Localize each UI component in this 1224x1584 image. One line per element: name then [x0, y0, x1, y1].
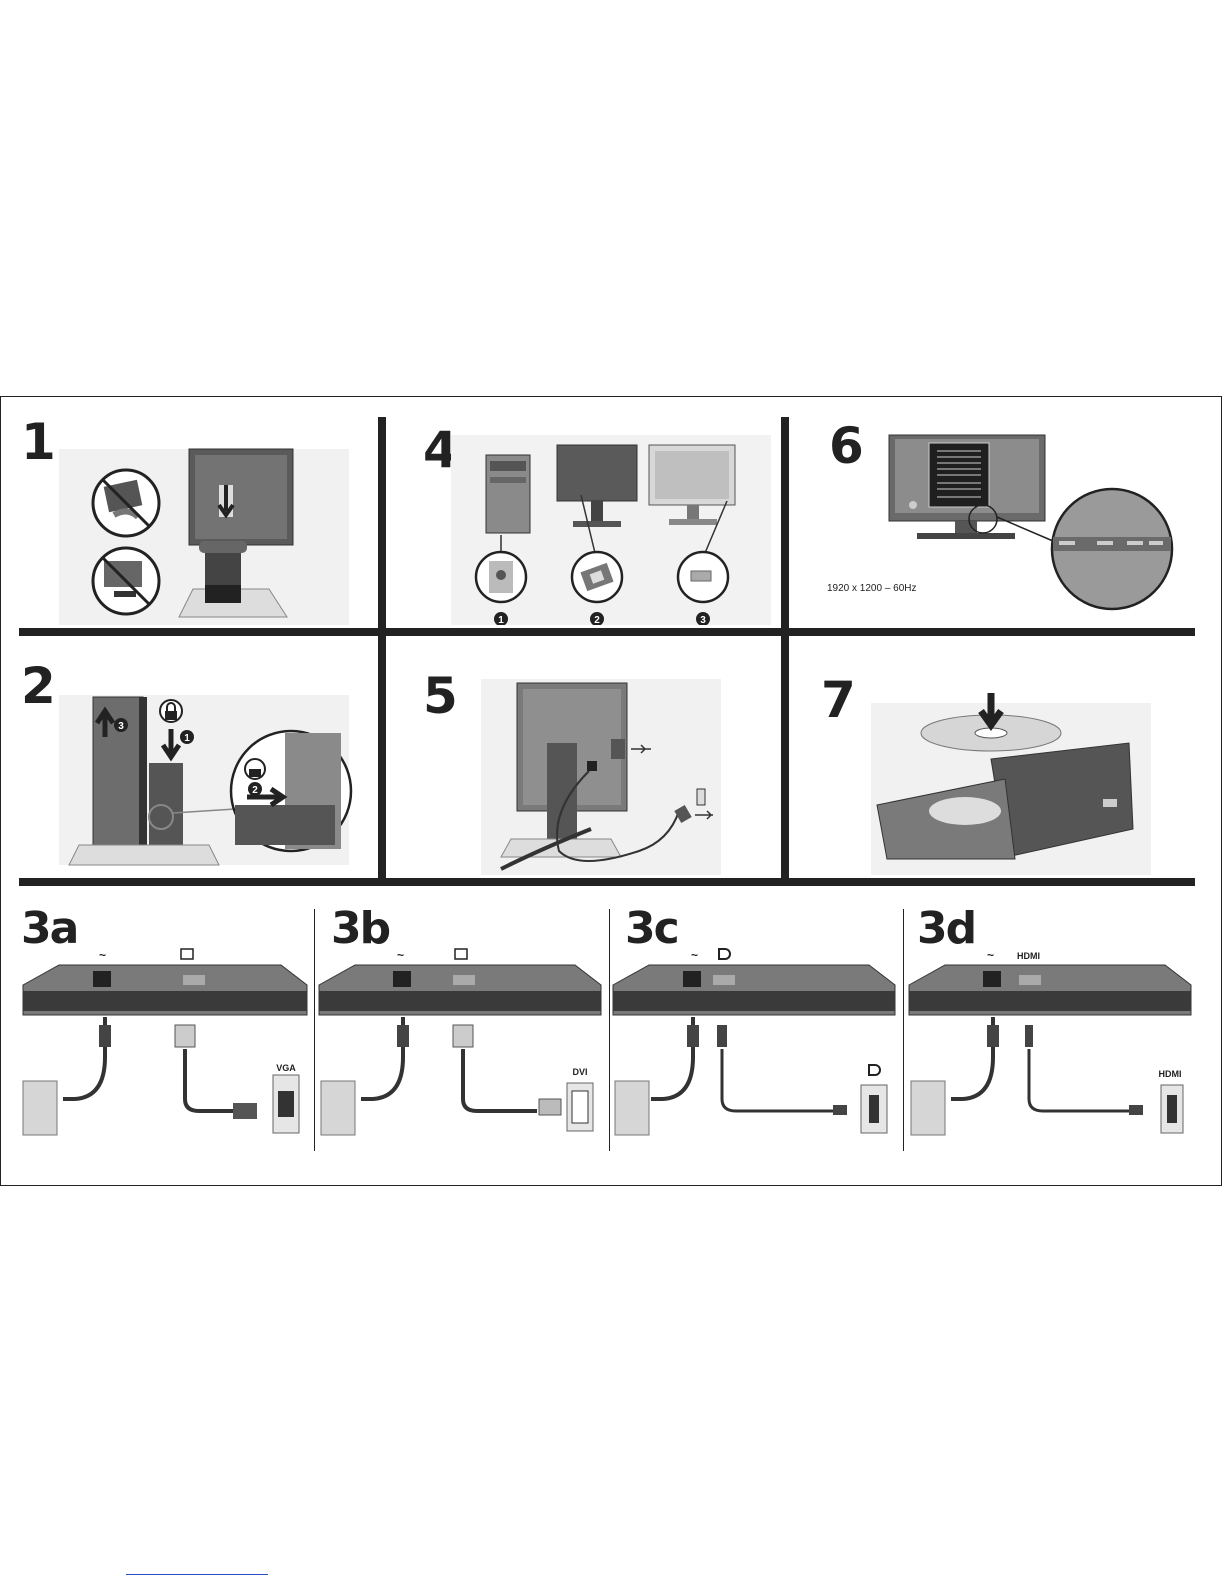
panel-step-3b: 3b ~ DVI [317, 903, 605, 1151]
callout-3: 3 [700, 615, 706, 625]
divider-bottom-1 [314, 909, 315, 1151]
usb-cable-illustration [481, 679, 751, 875]
callout-1: 1 [184, 733, 190, 744]
divider-h-2 [19, 878, 1195, 886]
dvi-label: DVI [572, 1067, 587, 1077]
power-on-illustration: 1 2 3 [451, 435, 771, 625]
step-number: 6 [829, 421, 862, 471]
step-number: 7 [821, 675, 854, 725]
power-button-zoom-icon [476, 552, 526, 602]
displayport-icon [719, 949, 730, 959]
panel-step-3c: 3c ~ [611, 903, 899, 1151]
panel-step-2: 2 3 1 [19, 639, 374, 875]
stand-lock-illustration: 3 1 2 [59, 685, 359, 875]
osd-illustration [887, 433, 1187, 625]
front-panel-zoom-icon [1052, 489, 1172, 609]
divider-top-1 [378, 417, 386, 879]
vga-connection-illustration: ~ VGA [19, 945, 311, 1141]
panel-step-6: 6 [793, 415, 1195, 625]
svg-text:~: ~ [397, 948, 404, 962]
dvi-connection-illustration: ~ DVI [317, 945, 605, 1141]
callout-3: 3 [118, 721, 124, 732]
vga-label: VGA [276, 1063, 296, 1073]
setup-poster: 1 [0, 396, 1222, 1186]
footer-link-underline[interactable] [126, 1574, 268, 1575]
front-button-zoom-icon [678, 552, 728, 602]
divider-bottom-3 [903, 909, 904, 1151]
panel-step-3d: 3d ~ HDMI HDMI [907, 903, 1195, 1151]
step-number: 5 [423, 671, 456, 721]
panel-step-4: 4 [391, 415, 777, 625]
prohibited-icon [93, 470, 159, 536]
monitor-stand-illustration [59, 429, 359, 625]
hdmi-port-label: HDMI [1017, 951, 1040, 961]
panel-step-1: 1 [19, 415, 374, 625]
callout-1: 1 [498, 615, 504, 625]
divider-h-1 [19, 628, 1195, 636]
callout-2: 2 [594, 615, 600, 625]
divider-bottom-2 [609, 909, 610, 1151]
resolution-text: 1920 x 1200 – 60Hz [827, 583, 917, 594]
prohibited-icon [93, 548, 159, 614]
panel-step-7: 7 [793, 639, 1195, 875]
divider-top-2 [781, 417, 789, 879]
svg-text:~: ~ [691, 948, 698, 962]
panel-step-3a: 3a ~ VGA [19, 903, 311, 1151]
hdmi-connection-illustration: ~ HDMI HDMI [907, 945, 1195, 1141]
panel-step-5: 5 [391, 639, 777, 875]
svg-text:~: ~ [987, 948, 994, 962]
callout-2: 2 [252, 785, 258, 796]
computer-tower-icon [486, 455, 530, 533]
step-number: 2 [21, 661, 54, 711]
release-latch-zoom-icon: 2 [231, 731, 351, 851]
displayport-icon [869, 1065, 880, 1075]
svg-text:~: ~ [99, 948, 106, 962]
disc-insert-illustration [871, 689, 1171, 875]
power-switch-zoom-icon [572, 552, 622, 602]
hdmi-label: HDMI [1159, 1069, 1182, 1079]
step-number: 1 [21, 417, 54, 467]
displayport-connection-illustration: ~ [611, 945, 899, 1141]
